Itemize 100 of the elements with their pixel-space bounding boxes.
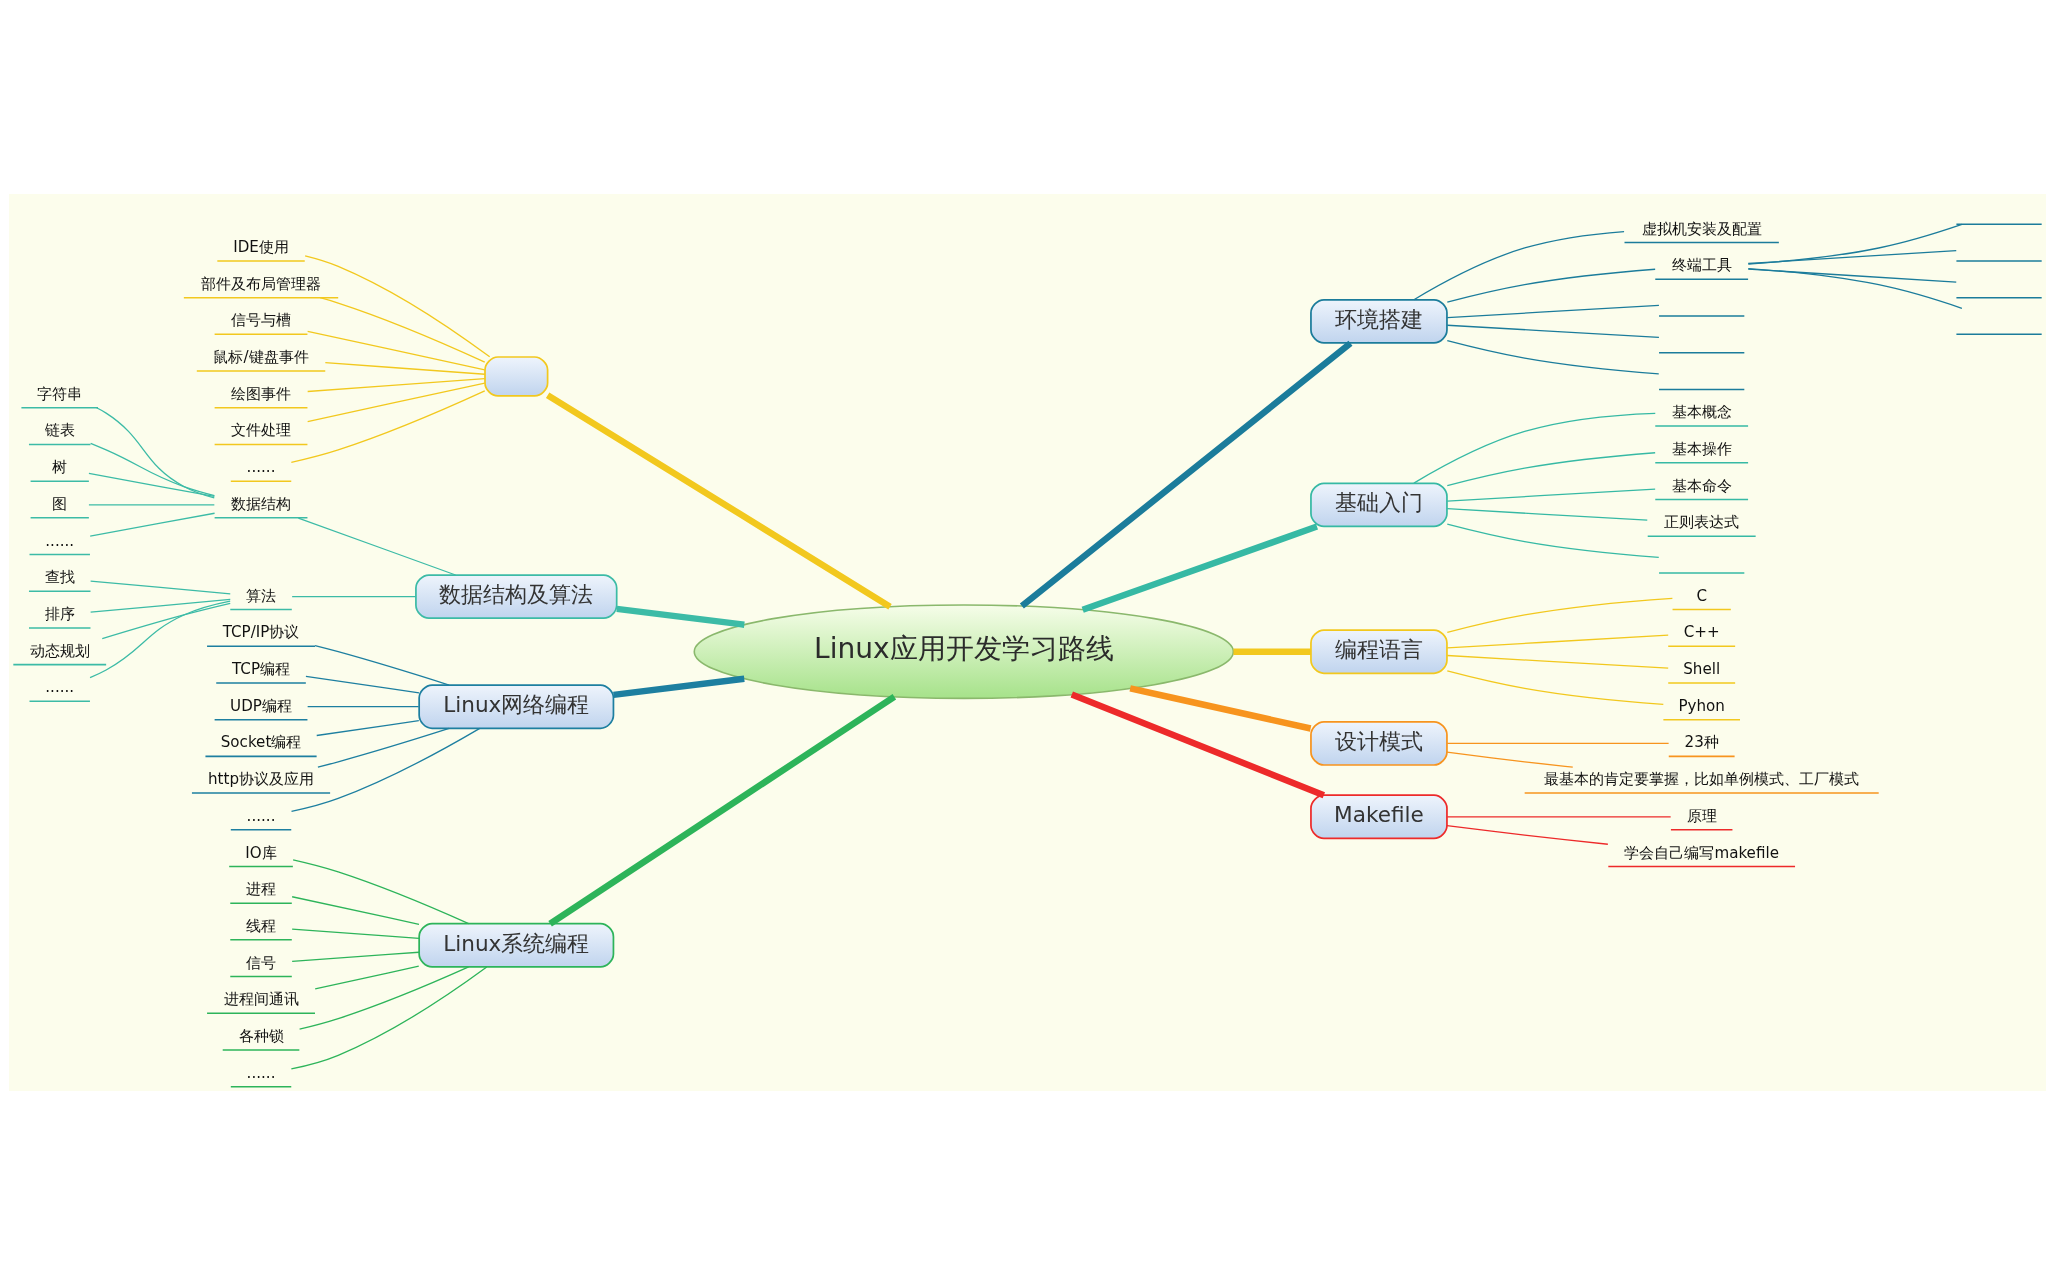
node-text: ...... [44, 531, 74, 550]
connector [1747, 223, 1963, 265]
node-box: 环境搭建 [1309, 298, 1448, 344]
connector [1446, 597, 1673, 633]
connector [324, 361, 486, 375]
connector [1446, 324, 1660, 338]
node-text: Pyhon [1677, 696, 1725, 715]
connector [291, 927, 420, 939]
connector [306, 381, 485, 422]
node-text: ...... [246, 457, 275, 476]
node-text: C++ [1683, 622, 1720, 641]
connector [1446, 451, 1656, 486]
connector [89, 598, 231, 613]
connector [1445, 751, 1573, 768]
node-text: 学会自己编写makefile [1623, 843, 1779, 862]
node-text: 动态规划 [29, 641, 90, 660]
connector [319, 296, 485, 363]
connector [290, 389, 485, 463]
connector [89, 442, 215, 496]
node-box: 基础入门 [1309, 481, 1448, 527]
node-text: UDP编程 [229, 696, 292, 715]
node-text: 原理 [1686, 806, 1717, 825]
connector [1019, 340, 1352, 609]
node-line [1657, 314, 1745, 317]
node-text: 信号与槽 [230, 310, 291, 329]
node-text: Socket编程 [220, 732, 301, 751]
connector [1747, 267, 1963, 309]
connector [545, 391, 892, 609]
node-text: 文件处理 [230, 420, 291, 439]
connector [1446, 634, 1669, 648]
connector [1446, 339, 1659, 374]
node-text: ...... [246, 1063, 275, 1082]
node-text: 最基本的肯定要掌握，比如单例模式、工厂模式 [1543, 769, 1859, 788]
node-text: 排序 [44, 604, 75, 623]
connector [297, 516, 456, 576]
node-text: 基本概念 [1671, 402, 1732, 421]
connector [306, 377, 485, 392]
node-text: TCP/IP协议 [222, 622, 299, 641]
connector [306, 705, 419, 707]
node-box: Linux系统编程 [417, 922, 614, 968]
connector [316, 727, 450, 768]
node-text: 23种 [1684, 732, 1719, 751]
connector [1070, 690, 1325, 798]
node-text: 图 [51, 494, 67, 513]
connector [95, 406, 215, 499]
connector [1446, 488, 1656, 502]
connector [1129, 684, 1311, 732]
node-text: IDE使用 [232, 237, 289, 256]
connector [1412, 230, 1625, 300]
node-text: Shell [1682, 659, 1720, 678]
connector [290, 965, 487, 1070]
connector [1446, 742, 1669, 744]
node-text: 链表 [44, 420, 75, 439]
connector [292, 858, 469, 924]
node-line [1955, 296, 2042, 298]
node-box: 数据结构及算法 [414, 573, 618, 619]
connector [315, 719, 419, 736]
connector [291, 895, 420, 925]
connector [1446, 507, 1648, 521]
connector [89, 512, 215, 537]
node-text: TCP编程 [231, 659, 290, 678]
node-text: 基本命令 [1671, 476, 1732, 495]
connector [304, 675, 420, 693]
connector [88, 599, 231, 678]
node-text: 基本操作 [1671, 439, 1732, 458]
connector [1446, 654, 1669, 669]
node-text: ...... [44, 677, 74, 696]
node-text: 虚拟机安装及配置 [1641, 219, 1762, 238]
node-line [1657, 571, 1745, 574]
node-text: 各种锁 [238, 1026, 284, 1045]
node-text: 部件及布局管理器 [200, 274, 321, 293]
node-text: ...... [246, 806, 275, 825]
node-text: 绘图事件 [230, 384, 291, 403]
connector [87, 472, 215, 497]
node-text: 进程间通讯 [223, 989, 299, 1008]
connector [298, 965, 469, 1030]
connector [1747, 268, 1957, 283]
connector [1446, 268, 1656, 303]
connector [1081, 522, 1318, 613]
connector [101, 602, 231, 639]
connector [304, 254, 490, 357]
node-text: 算法 [245, 586, 276, 605]
node-text: 鼠标/键盘事件 [212, 347, 309, 366]
node-box: 设计模式 [1309, 720, 1448, 766]
node-text: C [1695, 586, 1707, 605]
connector [89, 579, 231, 595]
connector [1446, 815, 1671, 817]
connector [291, 951, 420, 962]
node-text: 终端工具 [1671, 255, 1732, 274]
connector [291, 595, 416, 597]
node-box: 编程语言 [1309, 628, 1448, 674]
node-box [483, 355, 548, 397]
connector [1412, 412, 1656, 484]
connector [612, 674, 745, 698]
connector [314, 965, 419, 989]
node-text: IO库 [244, 843, 277, 862]
connector [615, 605, 745, 628]
node-line [1657, 388, 1745, 390]
node-ellipse: Linux应用开发学习路线 [692, 603, 1234, 699]
node-text: 正则表达式 [1663, 512, 1739, 531]
